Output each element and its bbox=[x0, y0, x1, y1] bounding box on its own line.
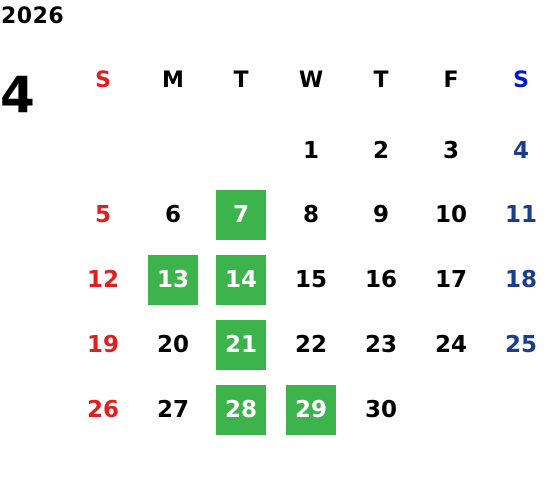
weekday-header-sat: S bbox=[513, 68, 529, 93]
day-cell-10[interactable]: 10 bbox=[434, 202, 467, 228]
day-cell-3[interactable]: 3 bbox=[442, 138, 459, 164]
weekday-header-mon: M bbox=[162, 68, 184, 93]
month-number: 4 bbox=[0, 66, 35, 124]
day-cell-25[interactable]: 25 bbox=[504, 332, 537, 358]
day-cell-23[interactable]: 23 bbox=[364, 332, 397, 358]
year-label: 2026 bbox=[1, 4, 65, 29]
day-cell-19[interactable]: 19 bbox=[86, 332, 119, 358]
day-cell-24[interactable]: 24 bbox=[434, 332, 467, 358]
day-cell-8[interactable]: 8 bbox=[302, 202, 319, 228]
day-cell-26[interactable]: 26 bbox=[86, 397, 119, 423]
day-cell-4[interactable]: 4 bbox=[512, 138, 529, 164]
weekday-header-thu: T bbox=[373, 68, 389, 93]
day-cell-20[interactable]: 20 bbox=[156, 332, 189, 358]
day-cell-11[interactable]: 11 bbox=[504, 202, 537, 228]
day-cell-12[interactable]: 12 bbox=[86, 267, 119, 293]
day-cell-14[interactable]: 14 bbox=[216, 255, 266, 305]
day-cell-7[interactable]: 7 bbox=[216, 190, 266, 240]
day-cell-15[interactable]: 15 bbox=[294, 267, 327, 293]
day-cell-21[interactable]: 21 bbox=[216, 320, 266, 370]
day-cell-6[interactable]: 6 bbox=[164, 202, 181, 228]
day-cell-16[interactable]: 16 bbox=[364, 267, 397, 293]
day-cell-29[interactable]: 29 bbox=[286, 385, 336, 435]
weekday-header-tue: T bbox=[233, 68, 249, 93]
day-cell-2[interactable]: 2 bbox=[372, 138, 389, 164]
day-cell-22[interactable]: 22 bbox=[294, 332, 327, 358]
weekday-header-sun: S bbox=[95, 68, 111, 93]
weekday-header-fri: F bbox=[443, 68, 459, 93]
weekday-header-wed: W bbox=[298, 68, 324, 93]
day-cell-1[interactable]: 1 bbox=[302, 138, 319, 164]
day-cell-28[interactable]: 28 bbox=[216, 385, 266, 435]
day-cell-17[interactable]: 17 bbox=[434, 267, 467, 293]
day-cell-13[interactable]: 13 bbox=[148, 255, 198, 305]
day-cell-18[interactable]: 18 bbox=[504, 267, 537, 293]
day-cell-9[interactable]: 9 bbox=[372, 202, 389, 228]
day-cell-30[interactable]: 30 bbox=[364, 397, 397, 423]
day-cell-5[interactable]: 5 bbox=[94, 202, 111, 228]
day-cell-27[interactable]: 27 bbox=[156, 397, 189, 423]
